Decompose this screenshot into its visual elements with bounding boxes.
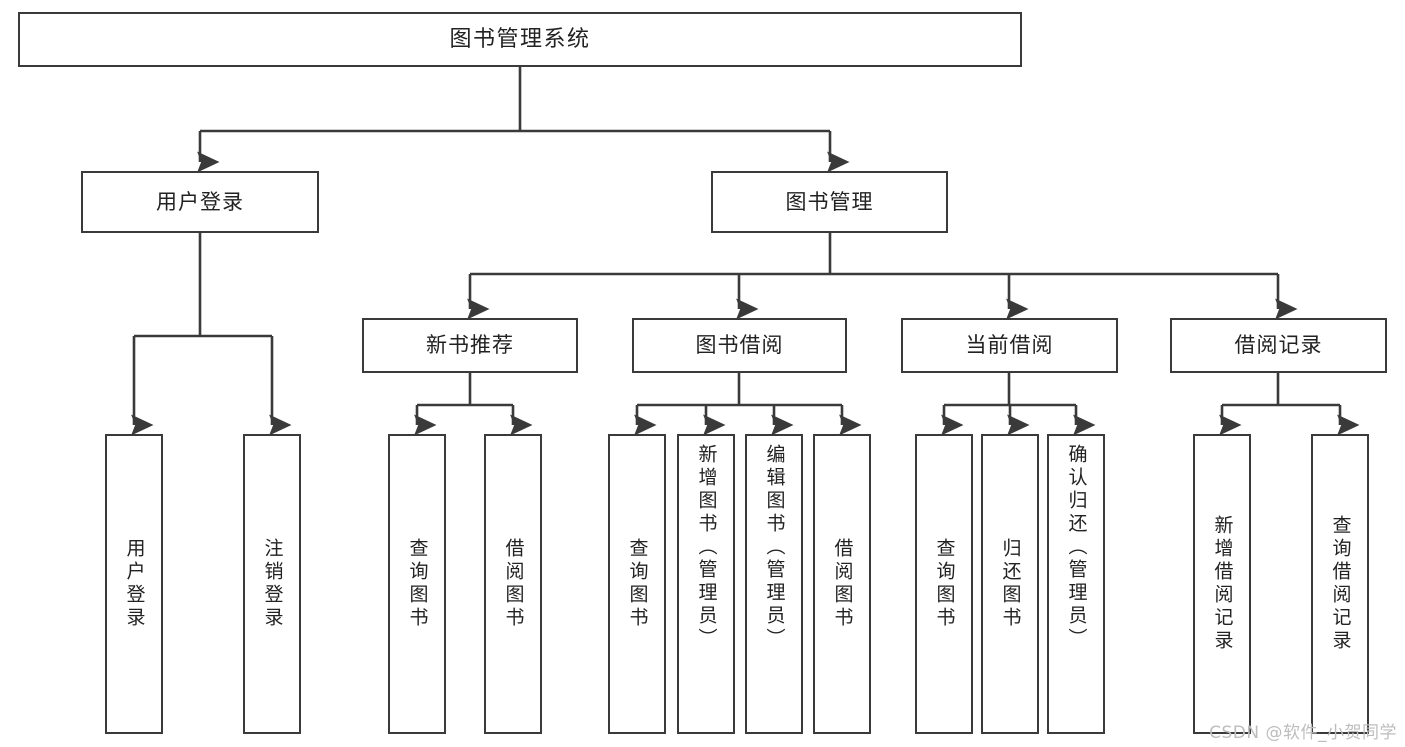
- node-label: 借阅记录: [1234, 333, 1323, 358]
- leaf-label: 注销登录: [261, 538, 284, 630]
- leaf-label: 编辑图书（管理员）: [763, 444, 786, 651]
- leaf-add-borrow-record[interactable]: 新增借阅记录: [1193, 434, 1251, 734]
- leaf-label: 新增图书（管理员）: [695, 444, 718, 651]
- leaf-label: 归还图书: [999, 538, 1022, 630]
- leaf-label: 确认归还（管理员）: [1065, 444, 1088, 651]
- node-label: 用户登录: [156, 189, 244, 214]
- node-label: 图书管理系统: [449, 26, 591, 52]
- leaf-borrow-books-new[interactable]: 借阅图书: [484, 434, 542, 734]
- leaf-label: 查询图书: [626, 538, 649, 630]
- node-book-borrow[interactable]: 图书借阅: [632, 318, 847, 373]
- leaf-label: 查询借阅记录: [1329, 515, 1352, 653]
- leaf-label: 查询图书: [933, 538, 956, 630]
- leaf-label: 新增借阅记录: [1211, 515, 1234, 653]
- node-borrow-record[interactable]: 借阅记录: [1170, 318, 1387, 373]
- leaf-user-login[interactable]: 用户登录: [105, 434, 163, 734]
- node-current-borrow[interactable]: 当前借阅: [901, 318, 1118, 373]
- node-label: 当前借阅: [965, 333, 1054, 358]
- node-root-system[interactable]: 图书管理系统: [18, 12, 1022, 67]
- leaf-label: 查询图书: [406, 538, 429, 630]
- leaf-label: 借阅图书: [502, 538, 525, 630]
- leaf-label: 用户登录: [123, 538, 146, 630]
- watermark-text: CSDN @软件_小贺同学: [1209, 723, 1397, 743]
- leaf-return-books[interactable]: 归还图书: [981, 434, 1039, 734]
- node-label: 新书推荐: [426, 333, 514, 358]
- node-label: 图书管理: [785, 189, 874, 214]
- node-book-management[interactable]: 图书管理: [711, 171, 948, 233]
- leaf-label: 借阅图书: [831, 538, 854, 630]
- leaf-user-logout[interactable]: 注销登录: [243, 434, 301, 734]
- node-label: 图书借阅: [695, 333, 784, 358]
- leaf-query-books-current[interactable]: 查询图书: [915, 434, 973, 734]
- leaf-confirm-return-admin[interactable]: 确认归还（管理员）: [1047, 434, 1105, 734]
- leaf-borrow-books[interactable]: 借阅图书: [813, 434, 871, 734]
- leaf-query-books-new[interactable]: 查询图书: [388, 434, 446, 734]
- node-new-book-recommend[interactable]: 新书推荐: [362, 318, 578, 373]
- leaf-query-borrow-record[interactable]: 查询借阅记录: [1311, 434, 1369, 734]
- leaf-edit-book-admin[interactable]: 编辑图书（管理员）: [745, 434, 803, 734]
- node-user-login[interactable]: 用户登录: [81, 171, 319, 233]
- leaf-query-books[interactable]: 查询图书: [608, 434, 666, 734]
- leaf-add-book-admin[interactable]: 新增图书（管理员）: [677, 434, 735, 734]
